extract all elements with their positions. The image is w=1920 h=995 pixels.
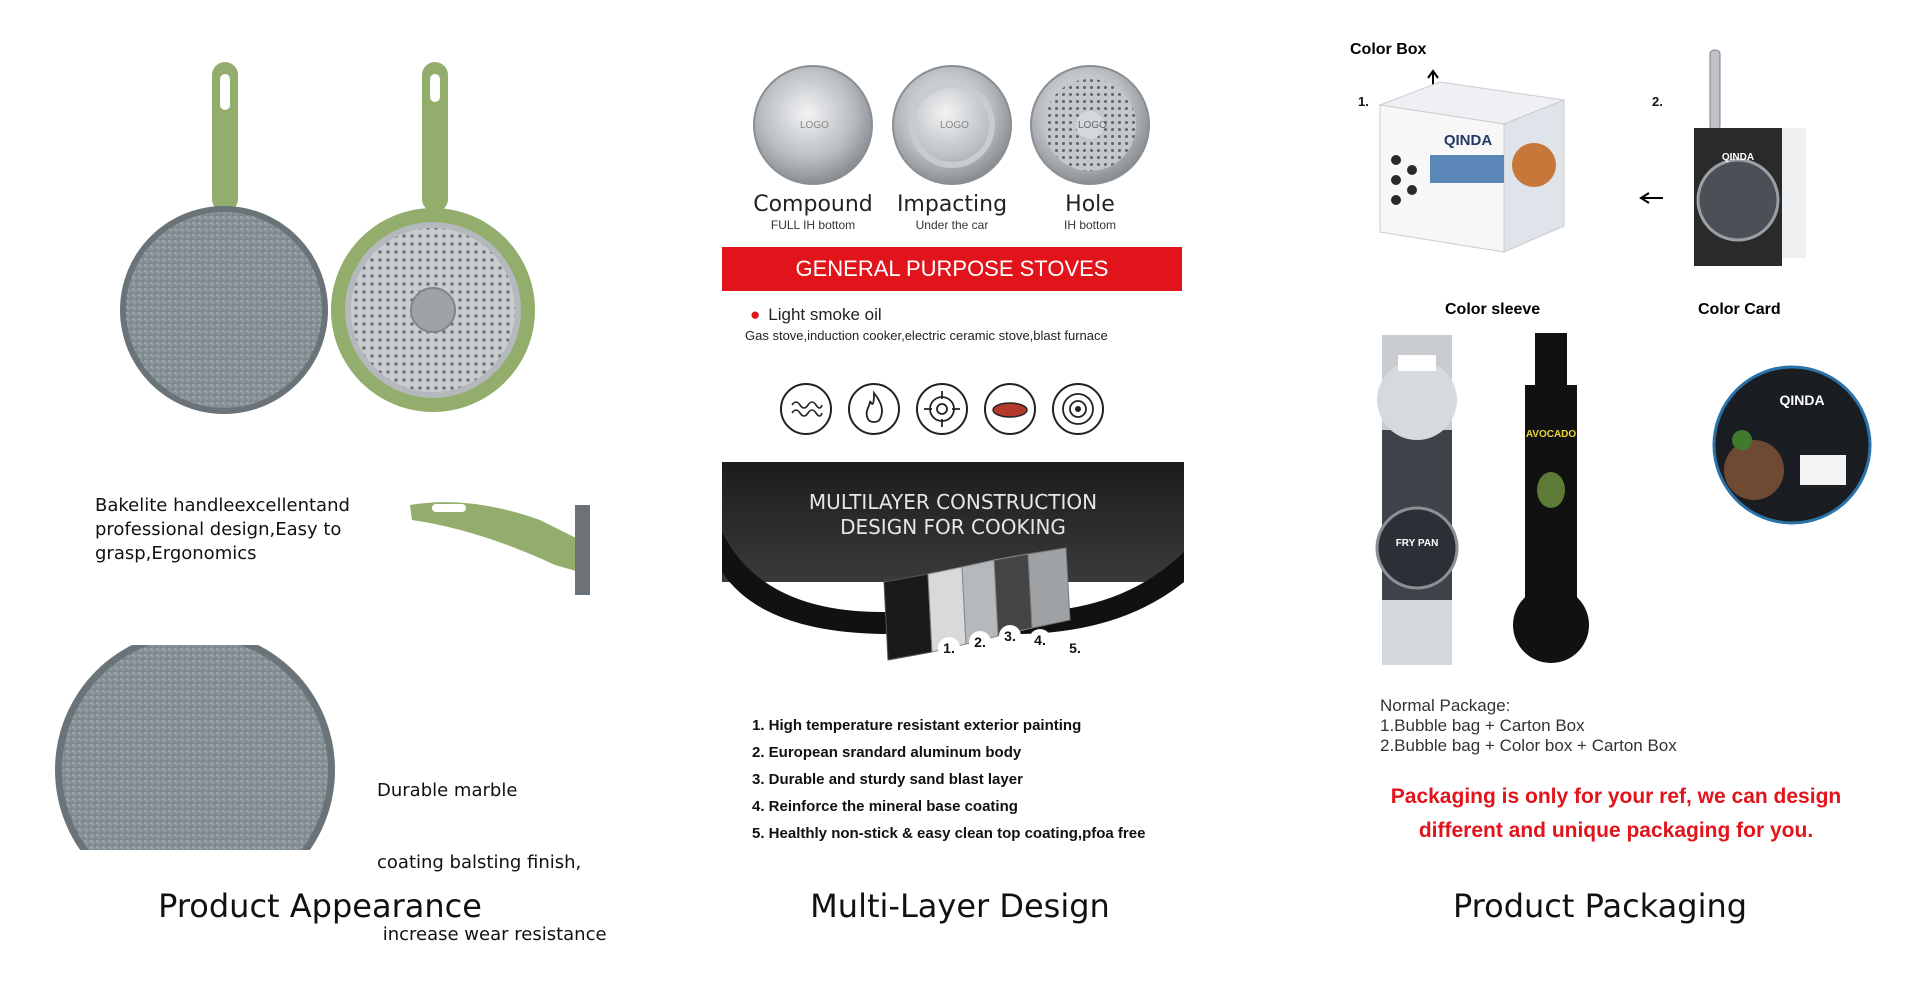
pan-front-view (120, 62, 328, 414)
handle-note: Bakelite handleexcellentand professional… (95, 495, 350, 564)
handle-closeup (410, 502, 590, 595)
packaging-illustrations: QINDA QINDA FRY PAN AVOCADO (1375, 49, 1872, 665)
list-item: 4. Reinforce the mineral base coating (752, 798, 1018, 815)
pan-illustrations (55, 62, 590, 850)
color-box-brand: QINDA (1444, 132, 1493, 149)
product-appearance-panel: Bakelite handleexcellentand professional… (0, 0, 640, 947)
list-item: 1. High temperature resistant exterior p… (752, 717, 1082, 734)
gas-burner-icon (916, 383, 968, 435)
layer-number-3: 3. (1004, 628, 1016, 644)
layer-number-4: 4. (1034, 632, 1046, 648)
list-item: 2. European srandard aluminum body (752, 744, 1022, 761)
color-card-brand: QINDA (1779, 392, 1824, 408)
caption-multi-layer: Multi-Layer Design (810, 887, 1110, 925)
ceramic-plate-icon (984, 383, 1036, 435)
logo-mark-2: LOGO (940, 120, 969, 131)
arrow-left-icon (1639, 192, 1663, 204)
disc-label-hole: Hole IH bottom (1063, 192, 1117, 232)
layer-number-1: 1. (943, 640, 955, 656)
caption-product-appearance: Product Appearance (158, 887, 482, 925)
sleeve-text-avocado: AVOCADO (1526, 429, 1577, 440)
induction-coil-icon (780, 383, 832, 435)
sleeve-text-fry-pan: FRY PAN (1396, 538, 1439, 549)
packaging-note: Packaging is only for your ref, we can d… (1390, 785, 1842, 842)
disc-hole (1030, 65, 1150, 185)
logo-mark-1: LOGO (800, 120, 829, 131)
disc-compound (753, 65, 873, 185)
stoves-list: Gas stove,induction cooker,electric cera… (745, 328, 1108, 343)
layer-number-2: 2. (974, 634, 986, 650)
multilayer-construction-image: MULTILAYER CONSTRUCTION DESIGN FOR COOKI… (722, 462, 1184, 661)
package-number-1: 1. (1358, 94, 1369, 109)
label-color-card: Color Card (1698, 301, 1781, 318)
gray-sleeve-image: FRY PAN (1375, 335, 1459, 665)
product-packaging-panel: Color Box 1. 2. QINDA QINDA (1280, 0, 1920, 947)
construction-title-1: MULTILAYER CONSTRUCTION (809, 490, 1097, 514)
package-number-2: 2. (1652, 94, 1663, 109)
layer-list: 1. High temperature resistant exterior p… (752, 712, 1145, 847)
list-item: 3. Durable and sturdy sand blast layer (752, 771, 1023, 788)
construction-title-2: DESIGN FOR COOKING (840, 515, 1066, 539)
normal-package-text: Normal Package: 1.Bubble bag + Carton Bo… (1380, 696, 1677, 755)
boxed-pan-brand: QINDA (1722, 152, 1754, 163)
bullet-dot-icon: ● (750, 305, 761, 324)
coating-closeup (55, 645, 335, 850)
boxed-pan-image: QINDA (1694, 49, 1806, 266)
multi-layer-panel: LOGO LOGO LOGO Compound FULL IH bottom I… (640, 0, 1280, 947)
black-sleeve-image: AVOCADO (1513, 333, 1589, 663)
color-card-image: QINDA (1712, 365, 1872, 525)
color-box-image: QINDA (1378, 81, 1566, 253)
layer-number-5: 5. (1069, 640, 1081, 656)
disc-label-compound: Compound FULL IH bottom (753, 192, 873, 232)
caption-product-packaging: Product Packaging (1452, 887, 1748, 925)
pan-back-view (331, 62, 535, 412)
smoke-oil-bullet: ●Light smoke oil (750, 305, 882, 324)
disc-label-impacting: Impacting Under the car (896, 192, 1008, 232)
disc-impacting (892, 65, 1012, 185)
label-color-sleeve: Color sleeve (1445, 301, 1541, 318)
halogen-icon (1052, 383, 1104, 435)
bottom-discs (753, 65, 1150, 185)
coating-note: Durable marble coating balsting finish, … (377, 780, 607, 945)
general-purpose-banner: GENERAL PURPOSE STOVES (722, 247, 1182, 291)
layer-slices (883, 547, 1071, 661)
logo-mark-3: LOGO (1078, 120, 1107, 131)
label-color-box: Color Box (1350, 41, 1427, 58)
flame-icon (848, 383, 900, 435)
list-item: 5. Healthly non-stick & easy clean top c… (752, 825, 1146, 842)
